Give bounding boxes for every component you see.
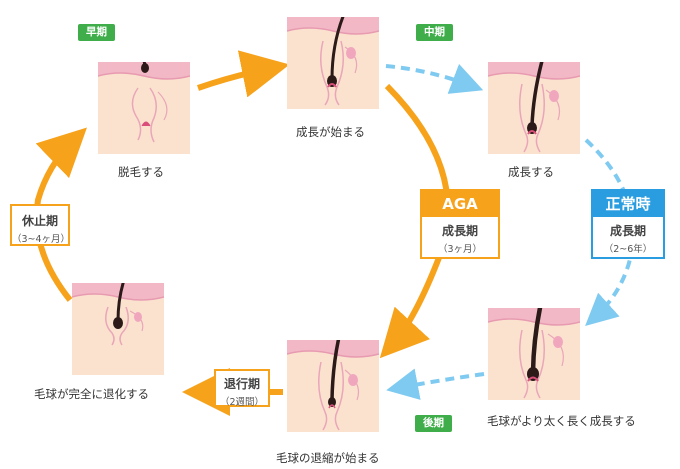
panel-regress-start [287,340,379,432]
phase-regression-title: 退行期 [223,377,260,391]
phase-normal-title: 成長期 [609,224,646,238]
caption-growing-long: 毛球がより太く長く成長する [487,414,636,428]
phase-normal-header: 正常時 [593,191,663,217]
phase-regression-box: 退行期 （2週間） [214,369,270,408]
phase-normal-duration: （2~6年） [603,244,653,255]
tag-late: 後期 [415,415,452,432]
arrow-normal-to-regress [386,368,485,400]
tag-middle: 中期 [416,24,453,41]
caption-regress-start: 毛球の退縮が始まる [276,451,380,465]
arrow-complete-to-shed [33,127,87,302]
caption-regress-complete: 毛球が完全に退化する [34,387,149,401]
panel-growing-long [488,308,580,400]
caption-growing: 成長する [508,165,554,179]
phase-aga-header: AGA [422,191,498,217]
caption-growth-start: 成長が始まる [296,125,365,139]
panel-shedding [98,62,190,154]
panel-regress-complete [72,283,164,375]
phase-resting-title: 休止期 [21,214,58,228]
panel-growth-start [287,17,379,109]
phase-aga-box: AGA 成長期 （3ヶ月） [420,189,500,259]
phase-resting-duration: （3~4ヶ月） [12,234,71,245]
phase-normal-box: 正常時 成長期 （2~6年） [591,189,665,259]
arrow-normal-growth-1 [385,63,484,94]
panel-growing [488,62,580,154]
phase-aga-title: 成長期 [441,224,478,238]
phase-aga-duration: （3ヶ月） [437,244,483,255]
phase-regression-duration: （2週間） [219,397,265,408]
arrow-normal-growth-2 [584,138,635,327]
phase-resting-box: 休止期 （3~4ヶ月） [10,204,70,246]
caption-shedding: 脱毛する [118,165,164,179]
tag-early: 早期 [78,24,115,41]
arrow-shed-to-growth [197,50,290,98]
